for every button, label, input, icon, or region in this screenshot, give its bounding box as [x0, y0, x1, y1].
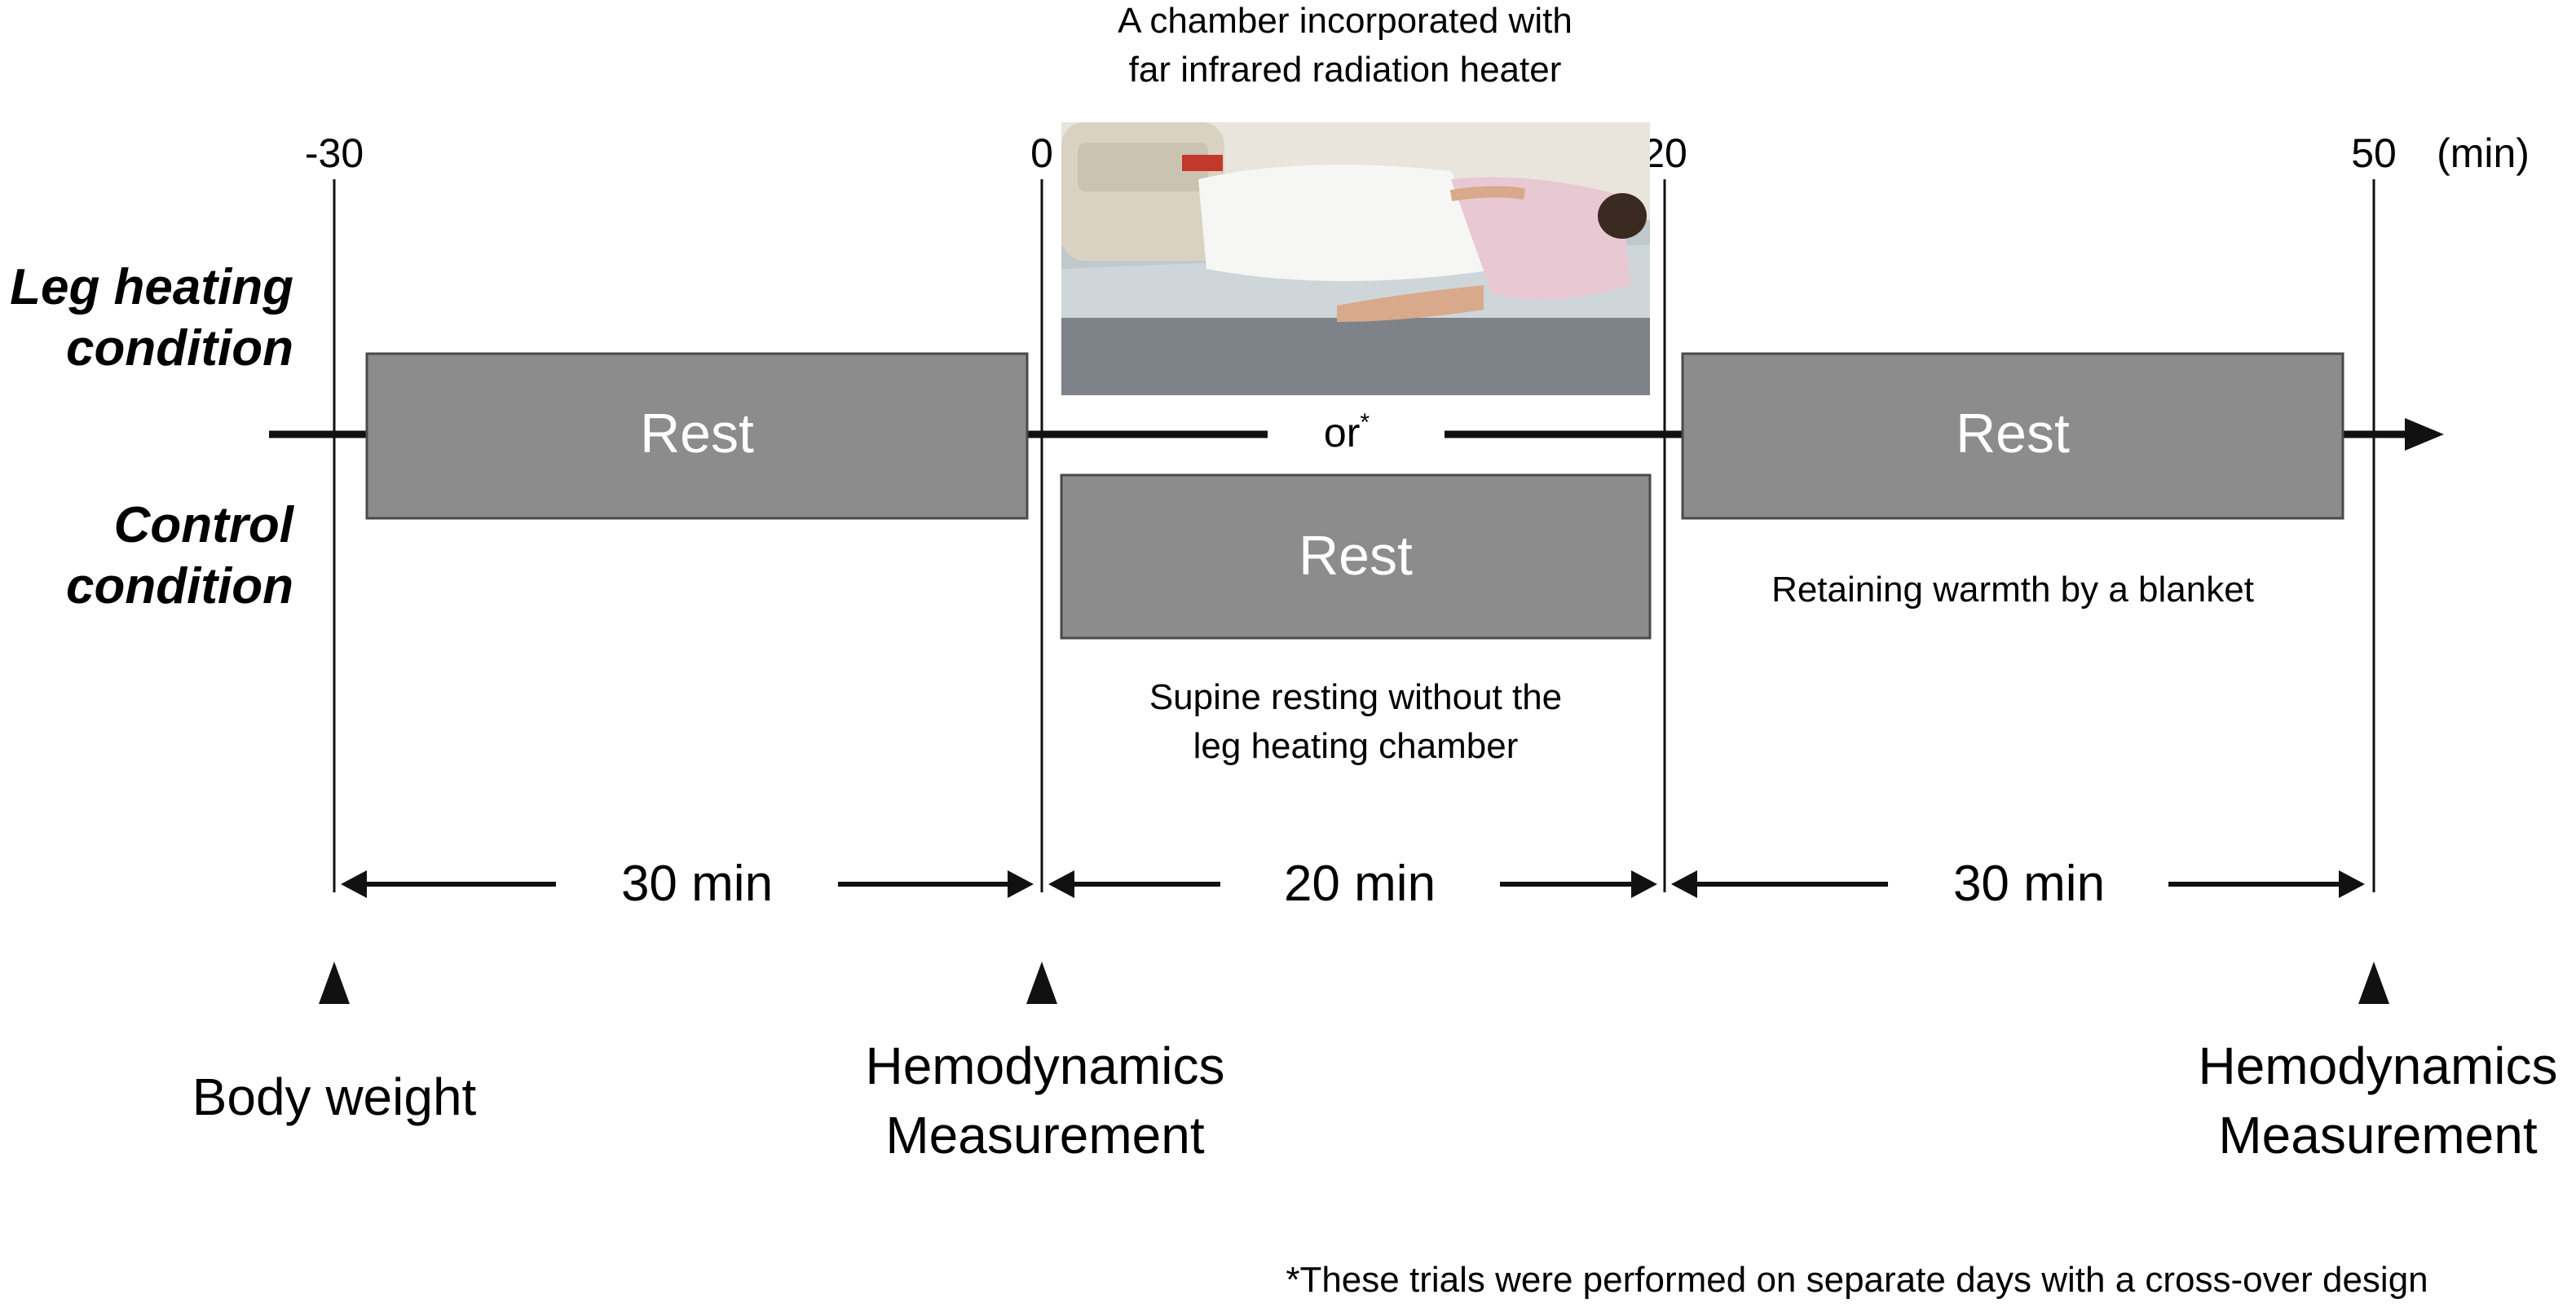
timeline-arrowhead: [2405, 418, 2444, 451]
tick-label-0: 0: [1030, 130, 1053, 176]
heater-caption-line1: A chamber incorporated with: [1118, 1, 1573, 41]
measurement-marker-minus30: [319, 962, 350, 1004]
duration-arrow-2: [1048, 870, 1657, 898]
rest-block-control-label: Rest: [1299, 525, 1413, 587]
duration-label-1: 30 min: [621, 856, 773, 912]
leg-heating-chamber-photo: [1061, 122, 1650, 395]
supine-note-line2: leg heating chamber: [1193, 726, 1519, 766]
duration-arrow-3: [1671, 870, 2365, 898]
control-label-line1: Control: [114, 497, 295, 553]
leg-heating-label-line2: condition: [66, 320, 293, 376]
rest-block-post-label: Rest: [1956, 403, 2070, 464]
measurement-marker-50: [2358, 962, 2389, 1004]
leg-heating-label-line1: Leg heating: [10, 259, 293, 315]
measurement-marker-0: [1026, 962, 1057, 1004]
rest-block-control: [1060, 473, 1652, 640]
duration-arrow-1: [341, 870, 1034, 898]
footnote: *These trials were performed on separate…: [1286, 1260, 2428, 1300]
hemodynamics-label-2-line1: Hemodynamics: [2198, 1037, 2557, 1095]
or-label: or*: [1324, 409, 1370, 456]
duration-label-2: 20 min: [1284, 856, 1436, 912]
rest-block-post: [1681, 352, 2344, 520]
control-label-line2: condition: [66, 558, 293, 614]
time-unit-label: (min): [2437, 130, 2530, 176]
warmth-note: Retaining warmth by a blanket: [1771, 570, 2254, 610]
hemodynamics-label-2-line2: Measurement: [2218, 1106, 2538, 1165]
hemodynamics-label-1-line2: Measurement: [885, 1106, 1205, 1165]
body-weight-label: Body weight: [192, 1068, 477, 1126]
supine-note-line1: Supine resting without the: [1149, 677, 1562, 717]
rest-block-pre: [365, 352, 1029, 520]
hemodynamics-label-1-line1: Hemodynamics: [865, 1037, 1224, 1095]
heater-caption-line2: far infrared radiation heater: [1129, 50, 1562, 90]
tick-label-50: 50: [2351, 130, 2397, 176]
tick-label-minus30: -30: [305, 130, 364, 176]
rest-block-pre-label: Rest: [640, 403, 754, 464]
duration-label-3: 30 min: [1953, 856, 2105, 912]
